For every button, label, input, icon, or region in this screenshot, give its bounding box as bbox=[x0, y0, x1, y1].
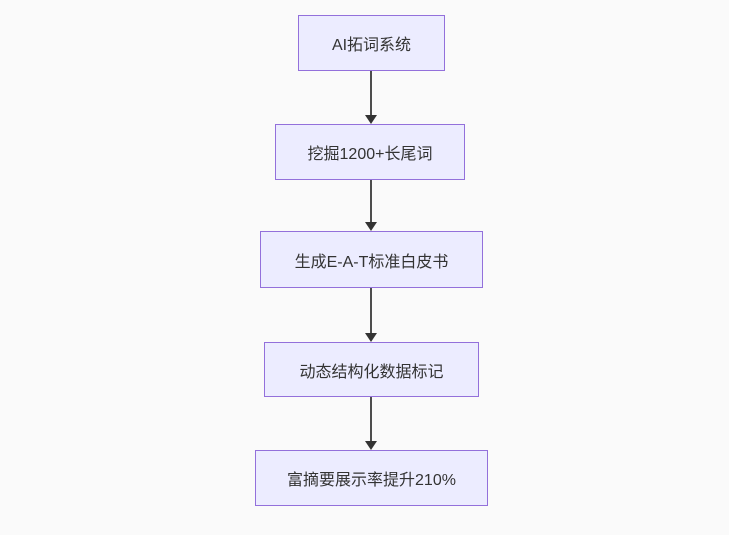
flow-node-eat-whitepaper: 生成E-A-T标准白皮书 bbox=[260, 231, 483, 288]
arrow-line bbox=[370, 288, 372, 333]
flow-node-longtail-mining: 挖掘1200+长尾词 bbox=[275, 124, 465, 180]
arrowhead-down-icon bbox=[365, 115, 377, 124]
arrow-line bbox=[370, 71, 372, 115]
flow-node-label: 动态结构化数据标记 bbox=[299, 363, 444, 381]
flow-arrow-2 bbox=[365, 180, 377, 231]
arrow-line bbox=[370, 180, 372, 222]
arrow-line bbox=[370, 397, 372, 441]
flow-node-rich-snippet-result: 富摘要展示率提升210% bbox=[255, 450, 488, 506]
flow-node-ai-keyword-system: AI拓词系统 bbox=[298, 15, 445, 71]
flow-arrow-3 bbox=[365, 288, 377, 342]
flow-node-label: 挖掘1200+长尾词 bbox=[307, 146, 433, 163]
flow-node-label: 生成E-A-T标准白皮书 bbox=[294, 253, 449, 271]
flow-arrow-4 bbox=[365, 397, 377, 450]
flow-node-structured-data-markup: 动态结构化数据标记 bbox=[264, 342, 479, 397]
arrowhead-down-icon bbox=[365, 333, 377, 342]
flow-arrow-1 bbox=[365, 71, 377, 124]
arrowhead-down-icon bbox=[365, 222, 377, 231]
flow-node-label: 富摘要展示率提升210% bbox=[287, 472, 456, 489]
arrowhead-down-icon bbox=[365, 441, 377, 450]
flow-node-label: AI拓词系统 bbox=[331, 37, 412, 54]
